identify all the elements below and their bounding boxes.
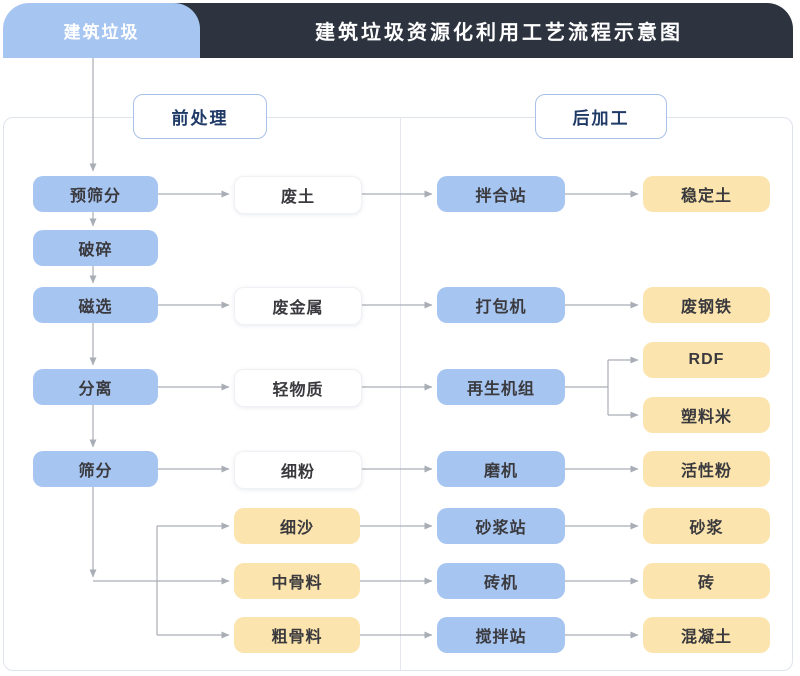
node-waste-metal: 废金属 [234,287,362,325]
source-tab-construction-waste: 建筑垃圾 [3,3,200,58]
node-waste-soil: 废土 [234,176,362,214]
node-stabilized-soil: 稳定土 [643,176,770,212]
node-screening: 筛分 [33,451,158,487]
source-tab-label: 建筑垃圾 [63,23,140,42]
node-brick-machine: 砖机 [437,563,565,599]
section-divider-line [400,117,401,670]
node-rdf: RDF [643,342,770,378]
section-label: 后加工 [572,109,630,128]
node-coarse-aggregate: 粗骨料 [234,617,360,653]
node-regeneration-unit: 再生机组 [437,369,565,405]
page-title: 建筑垃圾资源化利用工艺流程示意图 [315,22,683,44]
node-concrete-mixing-station: 搅拌站 [437,617,565,653]
node-mortar: 砂浆 [643,508,770,544]
node-baler: 打包机 [437,287,565,323]
title-bar: 建筑垃圾资源化利用工艺流程示意图 [150,3,793,58]
node-mortar-station: 砂浆站 [437,508,565,544]
node-fine-powder: 细粉 [234,451,362,489]
section-label: 前处理 [171,109,229,128]
node-crushing: 破碎 [33,230,158,266]
section-chip-postprocessing: 后加工 [535,94,667,139]
node-medium-aggregate: 中骨料 [234,563,360,599]
node-light-material: 轻物质 [234,369,362,407]
node-active-powder: 活性粉 [643,451,770,487]
section-chip-preprocessing: 前处理 [133,94,267,139]
node-concrete: 混凝土 [643,617,770,653]
node-fine-sand: 细沙 [234,508,360,544]
node-mill: 磨机 [437,451,565,487]
node-plastic-pellets: 塑料米 [643,397,770,433]
node-magnetic-separation: 磁选 [33,287,158,323]
node-brick: 砖 [643,563,770,599]
node-pre-screening: 预筛分 [33,176,158,212]
node-separation: 分离 [33,369,158,405]
node-scrap-steel: 废钢铁 [643,287,770,323]
node-mixing-plant: 拌合站 [437,176,565,212]
